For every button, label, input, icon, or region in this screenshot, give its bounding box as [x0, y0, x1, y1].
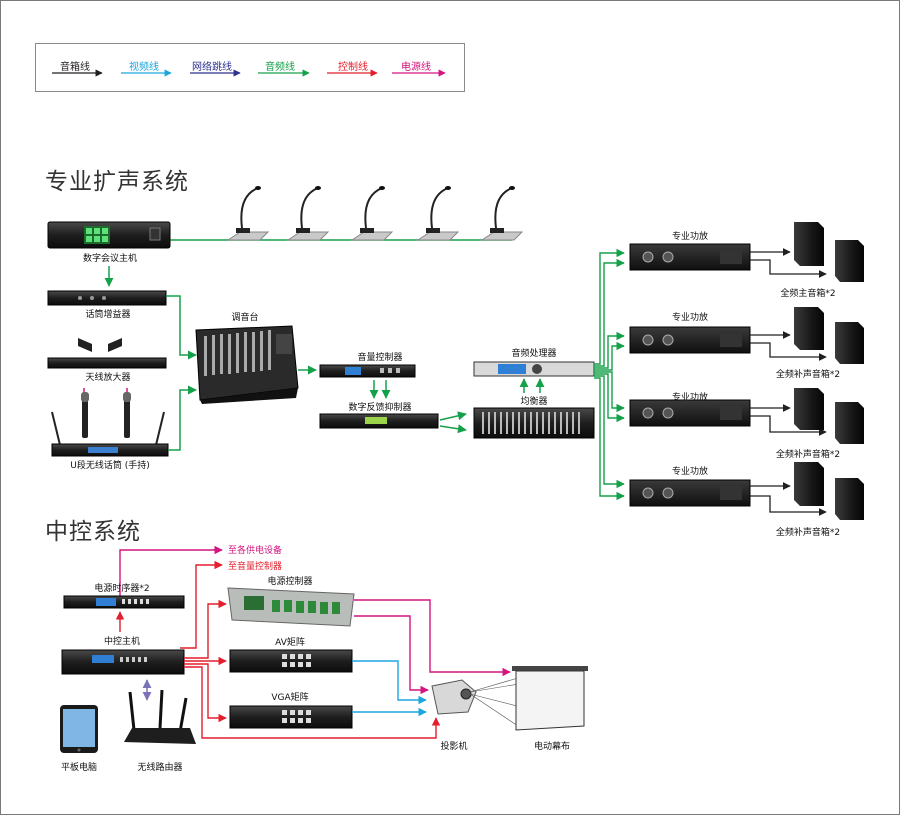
feedback-suppressor: 数字反馈抑制器 — [319, 401, 439, 429]
legend-network-line: 网络跳线 — [188, 44, 254, 91]
av-matrix: AV矩阵 — [229, 636, 353, 673]
amp-row-2: 专业功放 全频补声音箱*2 — [629, 307, 864, 380]
to-power-devices-label: 至各供电设备 — [228, 544, 282, 556]
router-label: 无线路由器 — [137, 761, 182, 773]
wireless-mic-label: U段无线话筒 (手持) — [70, 459, 149, 471]
control-section-title: 中控系统 — [45, 519, 141, 545]
audio-processor: 音频处理器 — [473, 347, 595, 377]
legend: 音箱线 视频线 网络跳线 音频线 控制线 电源线 — [35, 43, 465, 92]
control-lines — [184, 599, 441, 739]
wireless-router: 无线路由器 — [124, 689, 196, 773]
vga-matrix-label: VGA矩阵 — [271, 691, 308, 703]
mic-booster-label: 话筒增益器 — [85, 308, 130, 320]
equalizer-label: 均衡器 — [520, 395, 547, 407]
legend-label: 电源线 — [401, 62, 431, 73]
tablet-label: 平板电脑 — [61, 761, 97, 773]
mic-booster: 话筒增益器 — [47, 290, 167, 320]
amp-label: 专业功放 — [672, 391, 708, 403]
tablet: 平板电脑 — [60, 705, 98, 773]
mixer-input-lines — [166, 295, 197, 451]
power-sequencer: 电源时序器*2 — [63, 582, 185, 609]
conference-host: 数字会议主机 — [47, 221, 171, 264]
legend-label: 音频线 — [265, 62, 295, 73]
conference-host-label: 数字会议主机 — [83, 252, 137, 264]
gooseneck-mic — [416, 186, 460, 241]
mixer-label: 调音台 — [231, 311, 258, 323]
conference-microphones — [226, 186, 524, 241]
projector: 投影机 — [431, 679, 477, 752]
mixer: 调音台 — [195, 311, 299, 404]
wireless-microphone: U段无线话筒 (手持) — [51, 392, 169, 471]
feedback-suppressor-label: 数字反馈抑制器 — [348, 401, 411, 413]
amp-label: 专业功放 — [672, 311, 708, 323]
volume-controller: 音量控制器 — [319, 351, 416, 378]
legend-control-line: 控制线 — [328, 44, 390, 91]
audio-section-title: 专业扩声系统 — [45, 169, 189, 195]
processor-to-amps-lines — [594, 248, 625, 501]
legend-label: 视频线 — [129, 62, 159, 73]
gooseneck-mic — [350, 186, 394, 241]
speaker-label: 全频补声音箱*2 — [776, 448, 840, 460]
to-volume-controller-label: 至音量控制器 — [228, 560, 282, 572]
equalizer: 均衡器 — [473, 395, 595, 439]
electric-screen: 电动幕布 — [512, 666, 588, 752]
speaker-label: 全频补声音箱*2 — [776, 526, 840, 538]
central-host-label: 中控主机 — [104, 635, 140, 647]
amp-label: 专业功放 — [672, 230, 708, 242]
legend-audio-line: 音频线 — [259, 44, 321, 91]
power-controller-label: 电源控制器 — [267, 575, 312, 587]
vga-matrix: VGA矩阵 — [229, 691, 353, 729]
speaker-label: 全频补声音箱*2 — [776, 368, 840, 380]
av-matrix-label: AV矩阵 — [275, 636, 305, 648]
central-control-host: 中控主机 — [61, 635, 185, 675]
audio-processor-label: 音频处理器 — [511, 347, 556, 359]
amp-row-4: 专业功放 全频补声音箱*2 — [629, 462, 864, 538]
gooseneck-mic — [286, 186, 330, 241]
amp-label: 专业功放 — [672, 465, 708, 477]
legend-label: 音箱线 — [60, 62, 90, 73]
legend-video-line: 视频线 — [119, 44, 181, 91]
amp-row-1: 专业功放 全频主音箱*2 — [629, 222, 864, 299]
legend-label: 网络跳线 — [192, 62, 232, 73]
legend-power-line: 电源线 — [391, 44, 453, 91]
antenna-amplifier: 天线放大器 — [47, 338, 167, 383]
power-controller: 电源控制器 — [227, 575, 355, 627]
projector-label: 投影机 — [440, 740, 467, 752]
legend-label: 控制线 — [338, 62, 368, 73]
legend-speaker-line: 音箱线 — [50, 44, 112, 91]
power-sequencer-label: 电源时序器*2 — [94, 582, 149, 594]
amp-row-3: 专业功放 全频补声音箱*2 — [629, 388, 864, 460]
screen-label: 电动幕布 — [534, 740, 570, 752]
gooseneck-mic — [226, 186, 270, 241]
antenna-amplifier-label: 天线放大器 — [85, 371, 130, 383]
speaker-label: 全频主音箱*2 — [780, 287, 835, 299]
gooseneck-mic — [480, 186, 524, 241]
volume-controller-label: 音量控制器 — [357, 351, 402, 363]
